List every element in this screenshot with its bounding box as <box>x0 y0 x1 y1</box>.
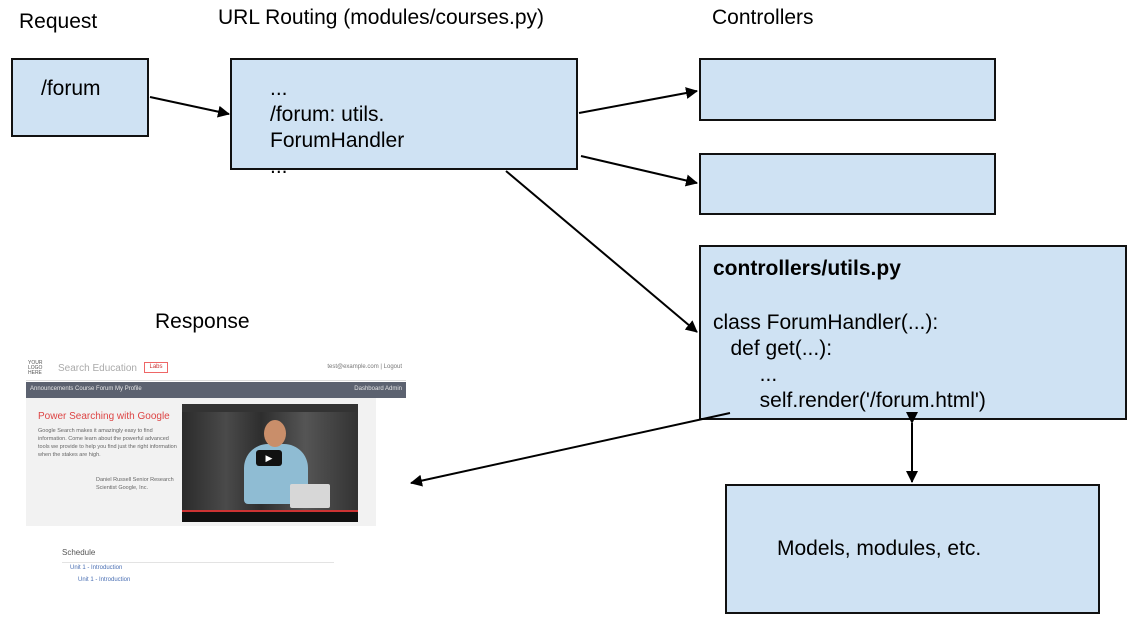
request-label: Request <box>19 10 98 33</box>
screenshot-nav-right: Dashboard Admin <box>354 386 402 392</box>
screenshot-course-title: Power Searching with Google <box>38 411 170 422</box>
video-controls <box>182 512 358 522</box>
screenshot-logo: YOUR LOGO HERE <box>28 360 43 376</box>
routing-line-2: /forum: utils. <box>270 103 385 126</box>
screenshot-schedule-item: Unit 1 - Introduction <box>70 565 123 571</box>
controllers-label: Controllers <box>712 6 814 29</box>
screenshot-instructor: Daniel Russell Senior Research Scientist… <box>96 477 174 491</box>
screenshot-user-links: test@example.com | Logout <box>327 364 402 370</box>
response-screenshot: YOUR LOGO HERE Search Education Labs tes… <box>26 358 406 598</box>
utils-code-line-4: self.render('/forum.html') <box>713 389 986 412</box>
routing-line-4: ... <box>270 155 288 178</box>
controller-box-2 <box>699 153 996 215</box>
screenshot-schedule-item: Unit 1 - Introduction <box>78 577 131 583</box>
arrow-routing-to-controller-1 <box>578 87 698 114</box>
screenshot-nav-left: Announcements Course Forum My Profile <box>30 386 142 392</box>
models-box: Models, modules, etc. <box>725 484 1100 614</box>
video-person-head <box>264 420 286 447</box>
utils-code-line-3: ... <box>713 363 778 386</box>
response-label: Response <box>155 310 250 333</box>
screenshot-video: ▶ <box>182 404 358 522</box>
video-laptop <box>290 484 330 508</box>
screenshot-search-title: Search Education <box>58 363 137 374</box>
screenshot-labs-badge: Labs <box>144 362 168 373</box>
request-path: /forum <box>41 77 101 100</box>
video-progress <box>182 510 358 512</box>
arrow-utils-to-response <box>410 412 731 487</box>
screenshot-course-description: Google Search makes it amazingly easy to… <box>38 428 177 458</box>
utils-file-title: controllers/utils.py <box>713 257 901 280</box>
utils-code-line-1: class ForumHandler(...): <box>713 311 939 334</box>
controller-box-1 <box>699 58 996 121</box>
screenshot-schedule-heading: Schedule <box>62 548 96 557</box>
routing-line-1: ... <box>270 77 288 100</box>
routing-box: ... /forum: utils. ForumHandler ... <box>230 58 578 178</box>
models-text: Models, modules, etc. <box>777 537 982 560</box>
screenshot-navbar: Announcements Course Forum My Profile Da… <box>26 382 406 398</box>
arrow-request-to-routing <box>149 96 230 118</box>
screenshot-header: YOUR LOGO HERE Search Education Labs tes… <box>26 358 406 381</box>
arrow-routing-to-utils <box>505 170 698 333</box>
request-box: /forum <box>11 58 149 137</box>
screenshot-divider <box>62 562 334 563</box>
utils-code-line-2: def get(...): <box>713 337 833 360</box>
routing-label: URL Routing (modules/courses.py) <box>218 6 545 29</box>
arrow-routing-to-controller-2 <box>580 155 698 187</box>
play-icon: ▶ <box>256 450 282 466</box>
routing-line-3: ForumHandler <box>270 129 405 152</box>
